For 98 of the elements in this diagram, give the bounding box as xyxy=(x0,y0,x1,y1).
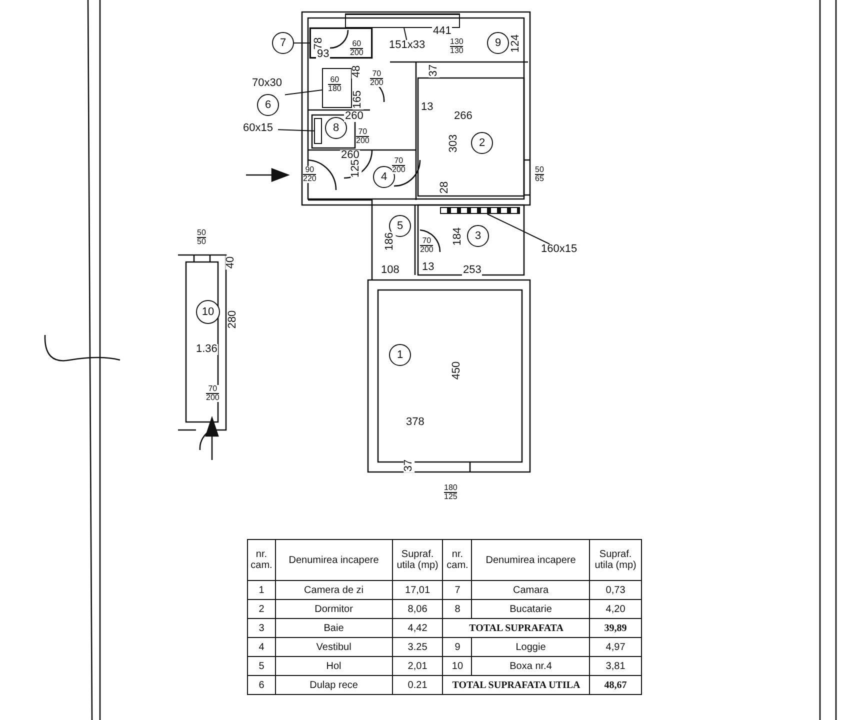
room-number: 6 xyxy=(257,94,279,116)
dimension-label: 184 xyxy=(452,226,464,247)
door-size-label: 60 180 xyxy=(328,76,342,93)
door-size-label: 70 200 xyxy=(206,385,220,402)
door-size-label: 180 125 xyxy=(444,484,458,501)
table-cell: 7 xyxy=(442,580,472,600)
leader-line xyxy=(278,129,314,132)
table-cell: 2 xyxy=(248,600,276,618)
table-cell: 8 xyxy=(442,600,472,618)
door-size-label: 70 200 xyxy=(420,237,434,254)
table-cell: 4,20 xyxy=(590,600,642,618)
table-cell: 5 xyxy=(248,656,276,676)
dimension-label: 37 xyxy=(428,63,440,78)
dimension-label: 260 xyxy=(344,111,364,122)
leader-line xyxy=(284,89,322,96)
dimension-label: 165 xyxy=(352,89,364,110)
door-size-label: 130 130 xyxy=(450,38,464,55)
dimension-label: 280 xyxy=(228,309,239,330)
table-cell: 0.21 xyxy=(392,676,443,694)
dimension-label: 266 xyxy=(453,111,474,122)
table-cell: 4,42 xyxy=(392,618,443,638)
radiator-symbol xyxy=(440,207,520,214)
header-cell: Denumirea incapere xyxy=(275,540,392,580)
table-cell: 0,73 xyxy=(590,580,642,600)
table-cell: Camera de zi xyxy=(275,580,392,600)
header-cell: Denumirea incapere xyxy=(472,540,590,580)
table-cell: 3 xyxy=(248,618,276,638)
dimension-label: 125 xyxy=(350,158,362,179)
dimension-label: 28 xyxy=(440,180,451,195)
table-cell: 10 xyxy=(442,656,472,676)
dimension-label: 260 xyxy=(340,150,360,161)
room-number: 1 xyxy=(389,344,411,366)
table-cell: Vestibul xyxy=(275,638,392,656)
table-cell: 3,81 xyxy=(590,656,642,676)
dimension-label: 160x15 xyxy=(540,244,578,255)
table-cell: 6 xyxy=(248,676,276,694)
table-cell: 1 xyxy=(248,580,276,600)
wardrobe-outline xyxy=(322,68,352,108)
room-number: 7 xyxy=(272,32,294,54)
header-cell: nr. cam. xyxy=(442,540,472,580)
dimension-label: 93 xyxy=(316,49,330,60)
dimension-label: 37 xyxy=(404,458,415,473)
table-cell: 48,67 xyxy=(590,676,642,694)
dimension-label: 78 xyxy=(314,36,325,51)
door-size-label: 90 220 xyxy=(303,166,316,183)
shelf-outline xyxy=(345,14,460,28)
dimension-label: 70x30 xyxy=(251,78,283,89)
dimension-label: 60x15 xyxy=(242,123,274,134)
dimension-label: 378 xyxy=(405,417,426,428)
room-number: 8 xyxy=(325,117,347,139)
leader-line xyxy=(486,214,550,244)
door-size-label: 50 50 xyxy=(197,229,206,246)
leader-line xyxy=(404,28,408,40)
pantry-outline xyxy=(310,28,372,58)
room-number: 9 xyxy=(487,32,509,54)
fixture-outline xyxy=(314,118,322,144)
table-cell: Camara xyxy=(472,580,590,600)
dimension-label: 151x33 xyxy=(388,40,426,51)
table-cell: 2,01 xyxy=(392,656,443,676)
door-size-label: 70 200 xyxy=(370,70,384,87)
room-number: 3 xyxy=(467,225,489,247)
room-number: 10 xyxy=(196,300,220,324)
table-cell: Dormitor xyxy=(275,600,392,618)
dimension-label: 186 xyxy=(384,231,396,252)
table-cell: Dulap rece xyxy=(275,676,392,694)
leader-line xyxy=(294,42,310,44)
table-cell: Baie xyxy=(275,618,392,638)
table-cell: 4 xyxy=(248,638,276,656)
header-cell: nr. cam. xyxy=(248,540,276,580)
table-cell: Boxa nr.4 xyxy=(472,656,590,676)
door-size-label: 50 65 xyxy=(535,166,544,183)
table-cell: TOTAL SUPRAFATA UTILA xyxy=(442,676,590,694)
dimension-label: 108 xyxy=(380,265,400,276)
table-cell: 17,01 xyxy=(392,580,443,600)
table-cell: 9 xyxy=(442,638,472,656)
door-size-label: 70 200 xyxy=(392,157,406,174)
dimension-label: 40 xyxy=(226,255,237,270)
table-cell: Loggie xyxy=(472,638,590,656)
table-cell: 3.25 xyxy=(392,638,443,656)
dimension-label: 303 xyxy=(448,133,460,154)
dimension-label: 441 xyxy=(432,26,452,37)
table-cell: 8,06 xyxy=(392,600,443,618)
header-cell: Supraf. utila (mp) xyxy=(590,540,642,580)
dimension-label: 48 xyxy=(352,64,363,79)
dimension-label: 13 xyxy=(421,262,436,273)
dimension-label: 1.36 xyxy=(195,344,218,355)
header-cell: Supraf. utila (mp) xyxy=(392,540,443,580)
door-size-label: 70 200 xyxy=(356,128,370,145)
door-size-label: 60 200 xyxy=(350,40,364,57)
room-number: 2 xyxy=(471,132,493,154)
dimension-label: 450 xyxy=(452,360,463,381)
dimension-label: 13 xyxy=(420,102,434,113)
table-cell: 39,89 xyxy=(590,618,642,638)
table-cell: 4,97 xyxy=(590,638,642,656)
table-cell: Bucatarie xyxy=(472,600,590,618)
dimension-label: 253 xyxy=(462,265,482,276)
table-cell: TOTAL SUPRAFATA xyxy=(442,618,590,638)
table-cell: Hol xyxy=(275,656,392,676)
